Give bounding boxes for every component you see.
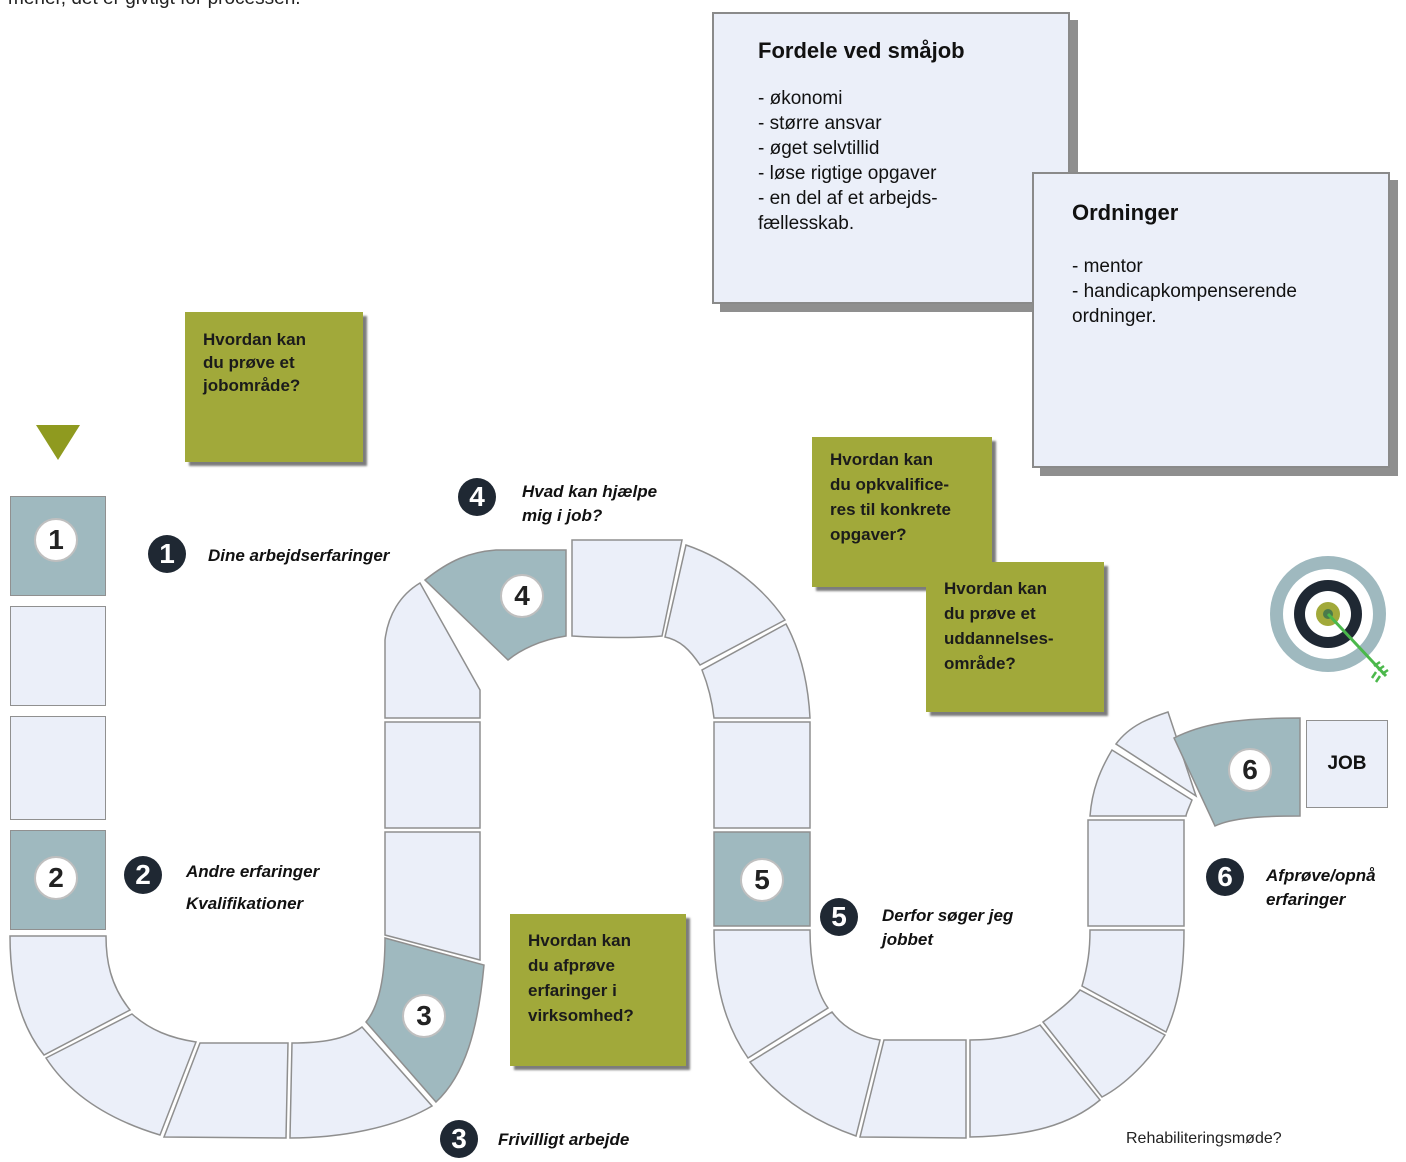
footer-text: Rehabiliteringsmøde? (1126, 1130, 1282, 1147)
schemes-title: Ordninger (1072, 200, 1179, 225)
tile-number-1: 1 (34, 518, 78, 562)
benefits-item: - større ansvar (758, 113, 882, 134)
benefits-item: - en del af et arbejds- (758, 188, 938, 209)
top-text: mener, det er givtigt for processen. (8, 0, 301, 10)
step-badge-6: 6 (1206, 858, 1244, 896)
benefits-item: - løse rigtige opgaver (758, 163, 937, 184)
job-tile: JOB (1306, 720, 1388, 808)
benefits-item: - øget selvtillid (758, 138, 880, 159)
schemes-item: ordninger. (1072, 306, 1157, 327)
step-badge-1: 1 (148, 535, 186, 573)
step-label-1: Dine arbejdserfaringer (208, 546, 390, 565)
tile-number-6: 6 (1228, 748, 1272, 792)
tile-number-4: 4 (500, 574, 544, 618)
schemes-box: Ordninger - mentor - handicapkompenseren… (1032, 172, 1390, 468)
benefits-item: fællesskab. (758, 213, 855, 234)
step-badge-2: 2 (124, 856, 162, 894)
step-label-3: Frivilligt arbejde (498, 1130, 630, 1149)
step-badge-3: 3 (440, 1120, 478, 1158)
step-badge-5: 5 (820, 898, 858, 936)
target-icon (1270, 556, 1389, 683)
schemes-item: - mentor (1072, 256, 1143, 277)
tile-number-3: 3 (402, 994, 446, 1038)
tile-number-2: 2 (34, 856, 78, 900)
benefits-item: - økonomi (758, 88, 843, 109)
board-tile (10, 716, 106, 820)
step-badge-4: 4 (458, 478, 496, 516)
board-tile (10, 606, 106, 706)
start-arrow-icon (36, 425, 80, 460)
schemes-item: - handicapkompenserende (1072, 281, 1297, 302)
benefits-title: Fordele ved småjob (758, 38, 965, 63)
benefits-box: Fordele ved småjob - økonomi - større an… (712, 12, 1070, 304)
tile-number-5: 5 (740, 858, 784, 902)
